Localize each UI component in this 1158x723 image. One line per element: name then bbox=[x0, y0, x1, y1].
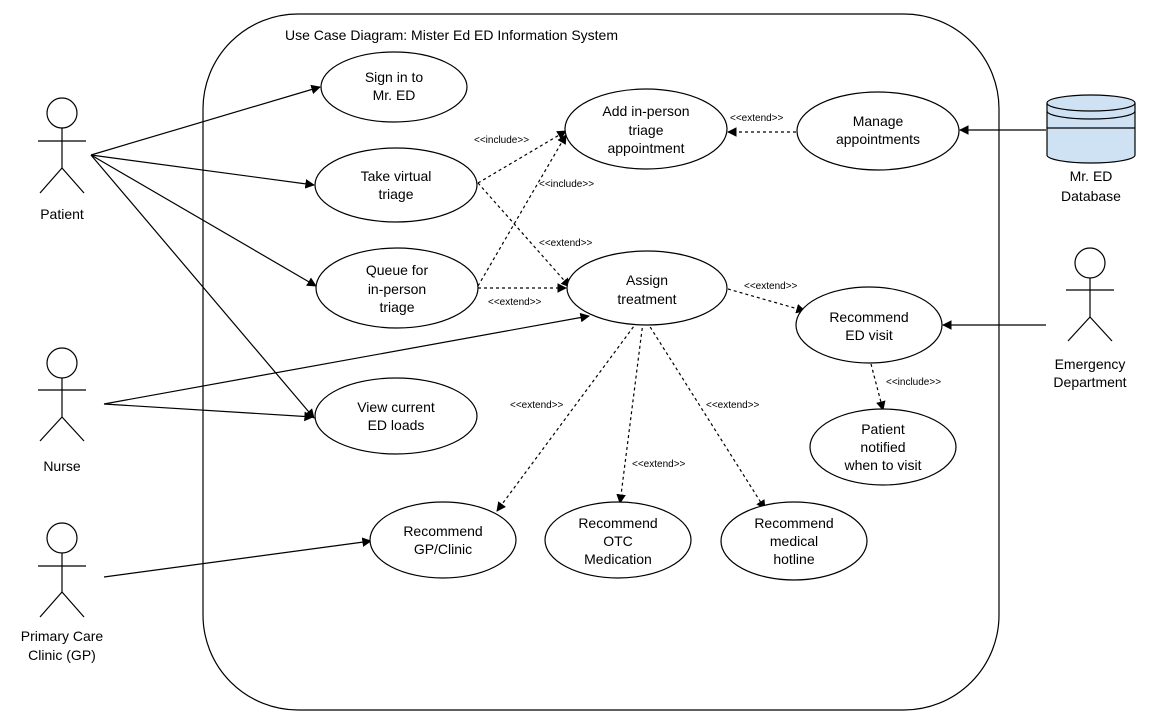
label-include-2: <<include>> bbox=[539, 179, 594, 190]
use-case-queue-triage-line-3: triage bbox=[379, 299, 414, 315]
assoc-patient-view-loads bbox=[90, 154, 315, 419]
rel-queue-include-add bbox=[477, 134, 567, 287]
assoc-gp-recommend-gp bbox=[103, 537, 372, 578]
assoc-patient-queue-triage bbox=[90, 154, 317, 287]
associations bbox=[90, 84, 1046, 578]
use-case-add-appointment-line-3: appointment bbox=[607, 140, 684, 156]
rel-ed-include-notified bbox=[870, 363, 886, 411]
diagram-title: Use Case Diagram: Mister Ed ED Informati… bbox=[285, 27, 618, 43]
label-extend-hotline: <<extend>> bbox=[706, 400, 760, 411]
label-extend-ed: <<extend>> bbox=[744, 281, 798, 292]
use-case-manage-appointments-line-2: appointments bbox=[836, 131, 920, 147]
use-case-virtual-triage-line-2: triage bbox=[378, 186, 413, 202]
rel-assign-extend-otc bbox=[616, 321, 644, 504]
use-case-virtual-triage-line-1: Take virtual bbox=[361, 168, 432, 184]
use-case-queue-triage[interactable]: Queue for in-person triage bbox=[315, 247, 479, 329]
rel-assign-extend-ed bbox=[727, 288, 806, 314]
rel-assign-extend-gp bbox=[496, 321, 638, 512]
use-case-manage-appointments-line-1: Manage bbox=[853, 113, 904, 129]
use-case-view-loads[interactable]: View current ED loads bbox=[314, 377, 478, 455]
use-case-recommend-hotline-line-2: medical bbox=[770, 533, 818, 549]
use-case-view-loads-line-2: ED loads bbox=[368, 417, 425, 433]
use-case-patient-notified-line-2: notified bbox=[860, 439, 905, 455]
use-case-recommend-otc-line-3: Medication bbox=[584, 551, 652, 567]
label-include-1: <<include>> bbox=[474, 135, 529, 146]
use-case-recommend-hotline[interactable]: Recommend medical hotline bbox=[720, 501, 868, 581]
use-case-assign-treatment-line-2: treatment bbox=[617, 291, 676, 307]
label-extend-queue: <<extend>> bbox=[488, 297, 542, 308]
actor-ed-label-2: Department bbox=[1053, 374, 1126, 390]
use-case-sign-in-line-1: Sign in to bbox=[365, 69, 424, 85]
label-extend-gp: <<extend>> bbox=[510, 400, 564, 411]
actor-patient[interactable] bbox=[38, 97, 86, 194]
label-extend-virtual: <<extend>> bbox=[539, 238, 593, 249]
rel-assign-extend-hotline bbox=[646, 321, 766, 510]
rel-virtual-extend-assign bbox=[477, 182, 571, 288]
label-extend-manage: <<extend>> bbox=[730, 113, 784, 124]
use-case-recommend-hotline-line-1: Recommend bbox=[754, 515, 833, 531]
use-case-add-appointment-line-1: Add in-person bbox=[602, 103, 689, 119]
use-case-patient-notified[interactable]: Patient notified when to visit bbox=[809, 408, 957, 486]
label-extend-otc: <<extend>> bbox=[632, 459, 686, 470]
label-include-notified: <<include>> bbox=[886, 377, 941, 388]
database-label-1: Mr. ED bbox=[1070, 168, 1113, 184]
use-case-recommend-gp[interactable]: Recommend GP/Clinic bbox=[369, 501, 517, 579]
use-case-recommend-otc[interactable]: Recommend OTC Medication bbox=[544, 501, 692, 579]
use-case-virtual-triage[interactable]: Take virtual triage bbox=[314, 147, 478, 223]
relations bbox=[477, 127, 886, 512]
use-case-view-loads-line-1: View current bbox=[357, 399, 435, 415]
actor-gp[interactable] bbox=[38, 522, 86, 618]
actor-patient-label: Patient bbox=[40, 206, 84, 222]
actor-gp-label-2: Clinic (GP) bbox=[28, 647, 96, 663]
use-case-recommend-gp-line-1: Recommend bbox=[403, 523, 482, 539]
database-icon[interactable] bbox=[1046, 94, 1136, 164]
use-case-recommend-ed-line-2: ED visit bbox=[845, 327, 893, 343]
actor-nurse[interactable] bbox=[38, 347, 86, 442]
use-case-recommend-gp-line-2: GP/Clinic bbox=[414, 541, 472, 557]
rel-virtual-include-add bbox=[477, 130, 567, 184]
actor-nurse-label: Nurse bbox=[43, 458, 81, 474]
use-case-assign-treatment-line-1: Assign bbox=[626, 272, 668, 288]
use-case-manage-appointments[interactable]: Manage appointments bbox=[796, 91, 960, 171]
use-case-sign-in[interactable]: Sign in to Mr. ED bbox=[320, 51, 468, 123]
use-case-recommend-hotline-line-3: hotline bbox=[773, 551, 814, 567]
use-case-add-appointment[interactable]: Add in-person triage appointment bbox=[564, 88, 728, 170]
assoc-patient-sign-in bbox=[90, 84, 321, 156]
use-case-patient-notified-line-3: when to visit bbox=[843, 457, 921, 473]
system-boundary bbox=[202, 13, 1000, 711]
use-case-queue-triage-line-2: in-person bbox=[368, 281, 426, 297]
use-case-recommend-otc-line-2: OTC bbox=[603, 533, 633, 549]
use-case-recommend-ed-line-1: Recommend bbox=[829, 309, 908, 325]
use-case-assign-treatment[interactable]: Assign treatment bbox=[566, 250, 728, 326]
assoc-nurse-view-loads bbox=[103, 403, 314, 422]
actor-emergency-department[interactable] bbox=[1066, 247, 1114, 342]
assoc-nurse-assign-treatment bbox=[103, 312, 590, 405]
actor-ed-label-1: Emergency bbox=[1055, 356, 1126, 372]
use-case-add-appointment-line-2: triage bbox=[628, 122, 663, 138]
actor-gp-label-1: Primary Care bbox=[21, 628, 104, 644]
use-case-sign-in-line-2: Mr. ED bbox=[373, 87, 416, 103]
use-case-patient-notified-line-1: Patient bbox=[861, 421, 905, 437]
use-case-recommend-otc-line-1: Recommend bbox=[578, 515, 657, 531]
use-case-recommend-ed[interactable]: Recommend ED visit bbox=[795, 286, 943, 364]
assoc-patient-virtual-triage bbox=[90, 154, 315, 189]
database-label-2: Database bbox=[1061, 188, 1121, 204]
use-case-queue-triage-line-1: Queue for bbox=[366, 262, 429, 278]
